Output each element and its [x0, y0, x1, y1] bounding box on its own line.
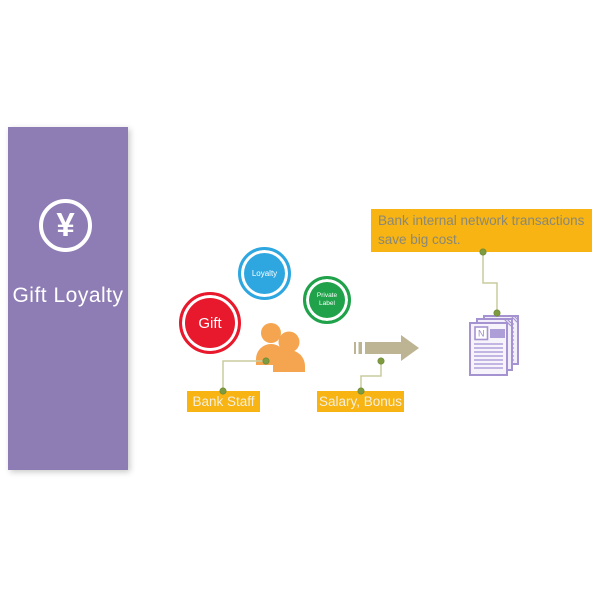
bubble-gift-label: Gift — [198, 314, 222, 332]
notes-letter: N — [478, 329, 485, 339]
bubble-loyalty[interactable]: Loyalty — [238, 247, 291, 300]
panel-title: Gift Loyalty — [12, 284, 124, 307]
striped-right-arrow-icon — [354, 335, 419, 361]
bubble-private-label-text: Private Label — [316, 292, 338, 307]
bank-staff-people-icon — [256, 323, 305, 372]
bubble-private-label[interactable]: Private Label — [303, 276, 351, 324]
callout-network-note-line1: Bank internal network transactions — [378, 213, 585, 228]
callout-salary-bonus[interactable]: Salary, Bonus — [317, 391, 404, 412]
callout-bank-staff[interactable]: Bank Staff — [187, 391, 260, 412]
bubble-gift[interactable]: Gift — [179, 292, 241, 354]
callout-bank-staff-label: Bank Staff — [192, 394, 255, 409]
callout-network-note[interactable]: Bank internal network transactions save … — [371, 209, 592, 252]
bubble-loyalty-label: Loyalty — [251, 269, 278, 278]
gift-loyalty-panel — [8, 127, 128, 470]
callout-salary-bonus-label: Salary, Bonus — [318, 394, 403, 409]
callout-network-note-line2: save big cost. — [378, 232, 461, 247]
notes-stack-icon: N — [469, 315, 519, 376]
yen-symbol: ¥ — [56, 206, 75, 243]
yen-circle-icon: ¥ — [39, 199, 92, 252]
